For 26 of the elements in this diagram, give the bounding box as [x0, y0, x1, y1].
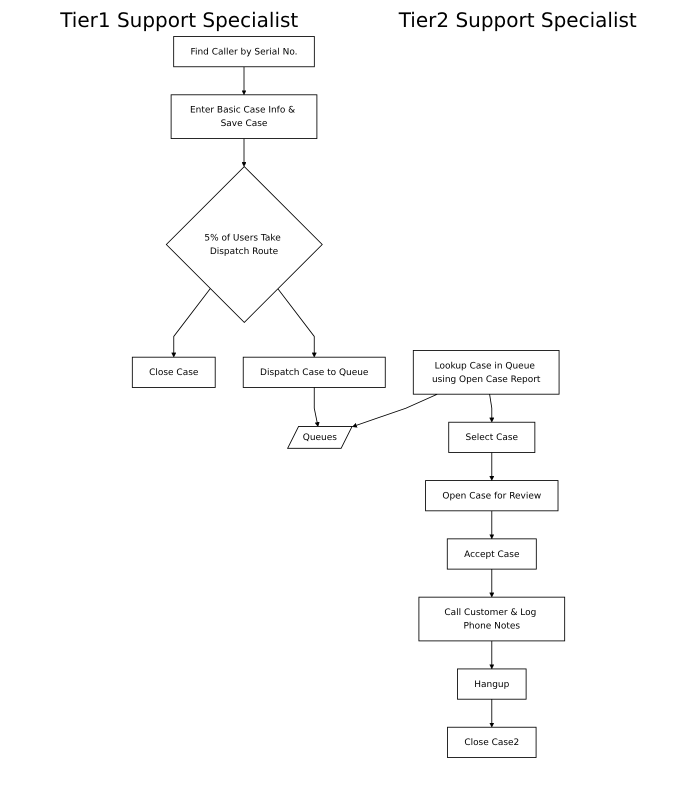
- node-box: Call Customer & Log Phone Notes: [418, 596, 566, 642]
- node-box: Accept Case: [446, 538, 537, 570]
- arrow: [489, 452, 494, 481]
- arrow: [314, 387, 320, 427]
- node-box: Find Caller by Serial No.: [173, 36, 315, 68]
- column-heading: Tier1 Support Specialist: [59, 8, 300, 32]
- node-box: Dispatch Case to Queue: [242, 356, 386, 388]
- node-box: Close Case: [132, 356, 216, 388]
- column-heading: Tier2 Support Specialist: [398, 8, 638, 32]
- arrow: [352, 394, 438, 428]
- arrow: [277, 288, 317, 358]
- arrow: [242, 138, 246, 167]
- arrow: [242, 66, 246, 96]
- arrow: [489, 568, 494, 598]
- node-diamond: 5% of Users Take Dispatch Route: [166, 166, 323, 324]
- arrow: [489, 698, 494, 728]
- node-box: Select Case: [448, 422, 536, 453]
- node-box: Enter Basic Case Info & Save Case: [170, 94, 318, 139]
- arrow: [489, 510, 494, 540]
- arrow: [171, 288, 211, 358]
- arrow: [489, 640, 494, 670]
- node-box: Close Case2: [447, 726, 536, 758]
- node-box: Hangup: [457, 668, 527, 700]
- node-box: Open Case for Review: [425, 480, 558, 512]
- node-box: Lookup Case in Queue using Open Case Report: [412, 350, 560, 395]
- arrow: [489, 394, 494, 422]
